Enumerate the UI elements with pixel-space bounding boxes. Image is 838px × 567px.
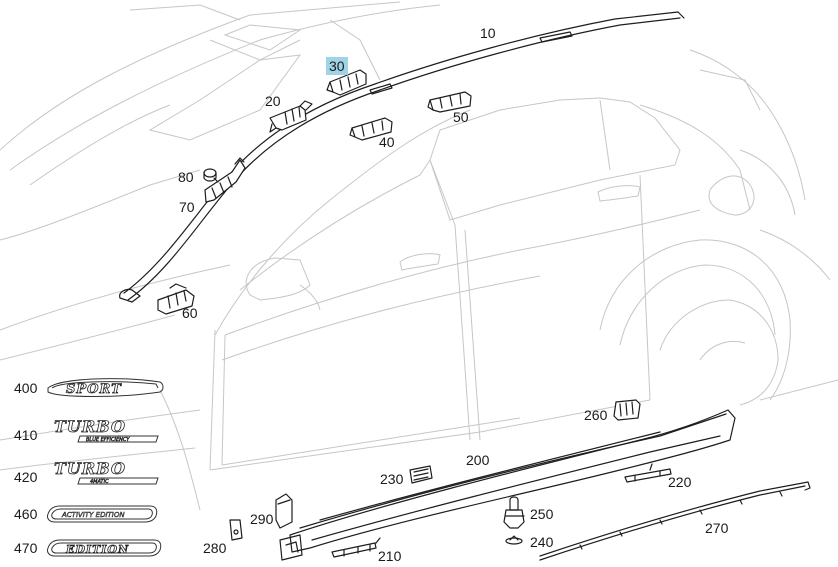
callout-50: 50 <box>453 109 469 125</box>
emblem-edition-text: EDITION <box>65 543 129 556</box>
callout-40: 40 <box>379 134 395 150</box>
clip-block-260 <box>613 399 641 421</box>
emblem-turbo1-text: TURBO <box>54 417 126 436</box>
end-piece-60 <box>157 283 195 315</box>
emblem-420-turbo: TURBO 4MATIC <box>54 459 159 485</box>
emblem-sport-text: SPORT <box>66 382 122 397</box>
bracket-70 <box>204 157 246 203</box>
callout-70: 70 <box>179 199 195 215</box>
cap-290 <box>275 493 293 529</box>
emblem-470-edition: EDITION <box>47 539 162 557</box>
callout-470: 470 <box>14 540 38 556</box>
callout-290: 290 <box>250 511 274 527</box>
callout-260: 260 <box>584 407 608 423</box>
callout-250: 250 <box>530 506 554 522</box>
callout-460: 460 <box>14 506 38 522</box>
callout-labels: 10 20 30 40 50 60 70 80 200 210 220 230 … <box>14 25 729 564</box>
callout-220: 220 <box>668 474 692 490</box>
callout-210: 210 <box>378 548 402 564</box>
washer-240 <box>505 535 523 545</box>
emblem-460-activity: ACTIVITY EDITION <box>47 505 158 523</box>
highlight-box-30 <box>326 57 348 75</box>
clip-30 <box>326 69 367 96</box>
side-sill-panel-200 <box>279 409 736 561</box>
emblem-400-sport: SPORT <box>47 378 164 397</box>
clip-280 <box>229 519 243 541</box>
callout-80: 80 <box>178 169 194 185</box>
emblem-turbo2-sub: 4MATIC <box>90 479 109 485</box>
callout-410: 410 <box>14 427 38 443</box>
emblem-410-turbo: TURBO BLUE EFFICIENCY <box>54 417 159 443</box>
car-body-outline <box>0 1 838 511</box>
rail-220 <box>624 463 672 483</box>
callout-420: 420 <box>14 469 38 485</box>
callout-10: 10 <box>480 25 496 41</box>
callout-230: 230 <box>380 471 404 487</box>
clip-50 <box>427 91 472 113</box>
callout-200: 200 <box>466 452 490 468</box>
emblem-turbo2-text: TURBO <box>54 459 126 478</box>
callout-30: 30 <box>329 58 345 74</box>
callout-240: 240 <box>530 534 554 550</box>
callout-270: 270 <box>705 520 729 536</box>
emblem-turbo1-sub: BLUE EFFICIENCY <box>86 437 130 443</box>
clip-20 <box>269 100 313 133</box>
clip-40 <box>349 117 393 141</box>
strip-270 <box>539 481 811 561</box>
callout-280: 280 <box>203 540 227 556</box>
callout-400: 400 <box>14 380 38 396</box>
clip-250 <box>503 496 525 529</box>
rail-210 <box>331 537 381 558</box>
emblem-activity-text: ACTIVITY EDITION <box>61 511 125 519</box>
callout-20: 20 <box>265 93 281 109</box>
roof-trim-strip-10 <box>119 11 685 303</box>
bracket-230 <box>409 465 433 484</box>
callout-60: 60 <box>182 305 198 321</box>
screw-80 <box>203 168 219 183</box>
